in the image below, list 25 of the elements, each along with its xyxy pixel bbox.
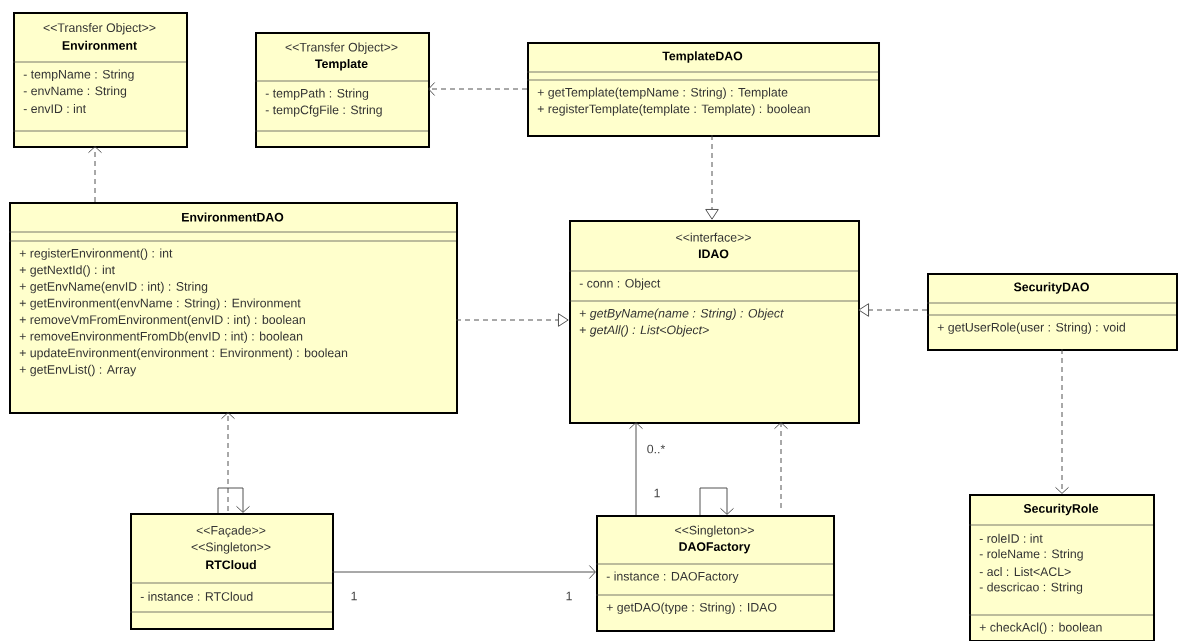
class-box: SecurityRole - roleID : int - roleName : String - acl : List<ACL> - descricao : String + checkAcl() : boolean bbox=[968, 494, 1155, 641]
class-box: <<Façade>> <<Singleton>> RTCloud - instance : RTCloud bbox=[129, 513, 334, 630]
class-box: <<Transfer Object>> Template - tempPath : String - tempCfgFile : String bbox=[254, 32, 430, 148]
class-box: SecurityDAO + getUserRole(user : String) : void bbox=[926, 273, 1178, 351]
association-arrow bbox=[858, 303, 928, 317]
association-arrow bbox=[221, 412, 235, 512]
self-association-arrow bbox=[217, 487, 250, 514]
association-arrow bbox=[705, 134, 719, 220]
association-arrow bbox=[774, 422, 788, 509]
class-box: <<Transfer Object>> Environment - tempName : String - envName : String - envID : int bbox=[12, 12, 188, 148]
association-arrow bbox=[629, 422, 643, 516]
multiplicity-label: 1 bbox=[654, 488, 660, 498]
association-arrow bbox=[88, 146, 102, 203]
class-box: TemplateDAO + getTemplate(tempName : String) : Template + registerTemplate(template : Template) : boolean bbox=[526, 42, 880, 137]
multiplicity-label: 1 bbox=[351, 591, 357, 601]
multiplicity-label: 0..* bbox=[647, 444, 666, 454]
self-association-arrow bbox=[699, 487, 734, 516]
multiplicity-label: 1 bbox=[566, 591, 572, 601]
association-arrow bbox=[1055, 348, 1069, 494]
association-arrow bbox=[331, 565, 596, 579]
association-arrow bbox=[455, 313, 569, 327]
association-arrow bbox=[428, 82, 528, 96]
class-box: <<interface>> IDAO - conn : Object + getByName(name : String) : Object + getAll() : List<Object> bbox=[568, 220, 860, 424]
class-box: EnvironmentDAO + registerEnvironment() : int + getNextId() : int + getEnvName(envID : int) : String + getEnvironment(envName : String) : Environment + removeVmFromEnvironment(envID : int) : boolean + removeEnvironmentFromDb(envID : int) : boolean + updateEnvironment(environment : Environment) : boolean + getEnvList() : Array bbox=[8, 202, 458, 414]
class-box: <<Singleton>> DAOFactory - instance : DAOFactory + getDAO(type : String) : IDAO bbox=[595, 515, 835, 632]
